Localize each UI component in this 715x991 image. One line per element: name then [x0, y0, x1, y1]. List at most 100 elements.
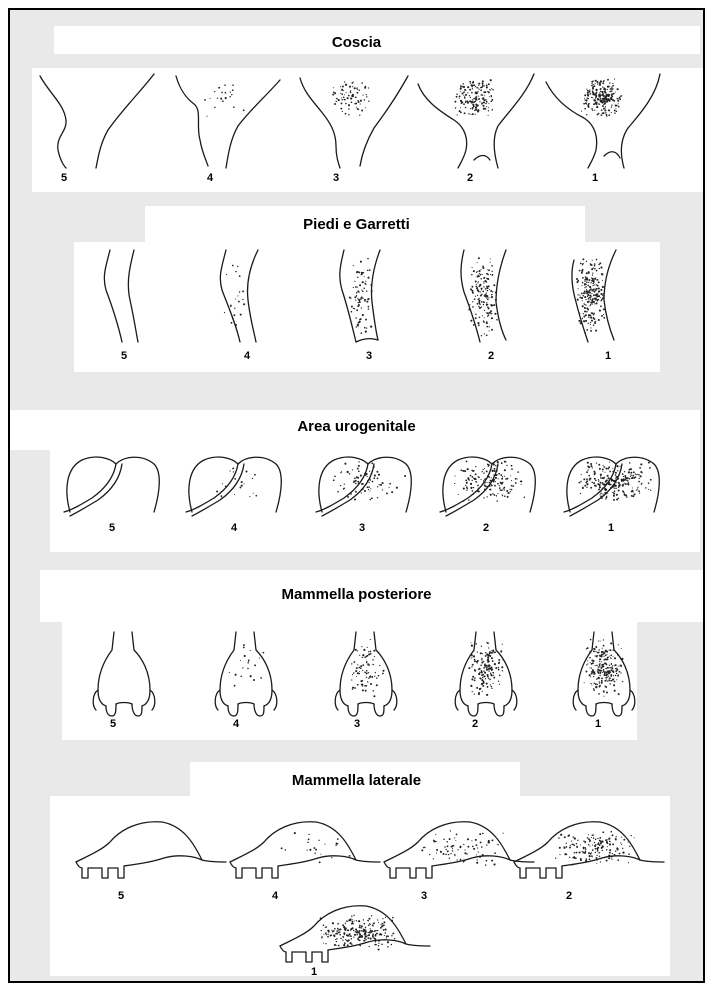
- dirt-dot: [225, 97, 227, 99]
- dirt-dot: [608, 484, 610, 486]
- dirt-dot: [588, 279, 590, 281]
- dirt-dot: [254, 664, 256, 666]
- dirt-dot: [615, 478, 616, 479]
- dirt-dot: [357, 684, 359, 686]
- dirt-dot: [353, 265, 354, 266]
- dirt-dot: [391, 920, 393, 922]
- dirt-dot: [603, 656, 604, 657]
- dirt-dot: [490, 310, 492, 312]
- dirt-dot: [498, 669, 500, 671]
- dirt-dot: [594, 278, 596, 280]
- dirt-dot: [429, 854, 430, 855]
- dirt-dot: [584, 852, 585, 853]
- dirt-dot: [501, 489, 503, 491]
- dirt-dot: [447, 850, 449, 852]
- dirt-dot: [614, 665, 615, 666]
- score-label: 1: [595, 718, 601, 730]
- dirt-dot: [242, 290, 244, 292]
- dirt-dot: [601, 114, 603, 116]
- dirt-dot: [600, 476, 601, 477]
- dirt-dot: [612, 83, 613, 84]
- dirt-dot: [478, 488, 480, 490]
- dirt-dot: [204, 99, 206, 101]
- dirt-dot: [345, 103, 347, 105]
- dirt-dot: [584, 95, 585, 96]
- dirt-dot: [341, 94, 342, 95]
- dirt-dot: [394, 938, 395, 939]
- dirt-dot: [611, 91, 612, 92]
- dirt-dot: [598, 641, 599, 642]
- dirt-dot: [433, 858, 434, 859]
- dirt-dot: [585, 671, 587, 673]
- dirt-dot: [492, 672, 494, 674]
- dirt-dot: [500, 650, 502, 652]
- dirt-dot: [479, 677, 481, 679]
- dirt-dot: [586, 99, 588, 101]
- dirt-dot: [494, 663, 496, 665]
- hock-sketch: [328, 246, 398, 346]
- dirt-dot: [475, 478, 477, 480]
- dirt-dot: [488, 669, 490, 671]
- dirt-dot: [370, 284, 372, 286]
- dirt-dot: [596, 848, 598, 850]
- dirt-dot: [587, 301, 588, 302]
- dirt-dot: [221, 92, 223, 94]
- dirt-dot: [487, 686, 489, 688]
- dirt-dot: [349, 933, 351, 935]
- dirt-dot: [613, 495, 615, 497]
- dirt-dot: [598, 666, 599, 667]
- dirt-dot: [591, 108, 593, 110]
- dirt-dot: [590, 853, 592, 855]
- dirt-dot: [511, 480, 512, 481]
- dirt-dot: [353, 937, 354, 938]
- dirt-dot: [601, 848, 602, 849]
- dirt-dot: [502, 670, 503, 671]
- dirt-dot: [363, 298, 364, 299]
- dirt-dot: [578, 482, 580, 484]
- dirt-dot: [591, 277, 592, 278]
- dirt-dot: [373, 923, 374, 924]
- dirt-dot: [233, 471, 234, 472]
- dirt-dot: [614, 681, 616, 683]
- dirt-dot: [382, 673, 384, 675]
- dirt-dot: [324, 844, 325, 845]
- dirt-dot: [606, 677, 608, 679]
- dirt-dot: [346, 92, 347, 93]
- dirt-dot: [471, 286, 473, 288]
- dirt-dot: [389, 483, 391, 485]
- dirt-dot: [607, 667, 609, 669]
- dirt-dot: [600, 490, 601, 491]
- dirt-dot: [618, 482, 619, 483]
- dirt-dot: [465, 107, 466, 108]
- dirt-dot: [633, 471, 635, 473]
- dirt-dot: [480, 664, 482, 666]
- dirt-dot: [354, 687, 356, 689]
- dirt-dot: [598, 678, 600, 680]
- dirt-dot: [586, 487, 587, 488]
- dirt-dot: [616, 494, 618, 496]
- dirt-dot: [466, 853, 467, 854]
- dirt-dot: [601, 682, 603, 684]
- dirt-dot: [609, 82, 611, 84]
- dirt-dot: [463, 488, 465, 490]
- dirt-dot: [366, 677, 367, 678]
- dirt-dot: [579, 295, 580, 296]
- dirt-dot: [490, 258, 491, 259]
- dirt-dot: [606, 679, 607, 680]
- dirt-dot: [377, 930, 378, 931]
- dirt-dot: [384, 921, 386, 923]
- dirt-dot: [491, 99, 493, 101]
- dirt-dot: [383, 929, 385, 931]
- dirt-dot: [581, 270, 583, 272]
- dirt-dot: [372, 481, 374, 483]
- dirt-dot: [609, 100, 611, 102]
- dirt-dot: [464, 96, 465, 97]
- dirt-dot: [516, 478, 517, 479]
- dirt-dot: [449, 858, 450, 859]
- dirt-dot: [515, 478, 517, 480]
- dirt-dot: [336, 930, 338, 932]
- dirt-dot: [604, 291, 605, 292]
- dirt-dot: [591, 293, 592, 294]
- dirt-dot: [368, 918, 370, 920]
- dirt-dot: [606, 496, 607, 497]
